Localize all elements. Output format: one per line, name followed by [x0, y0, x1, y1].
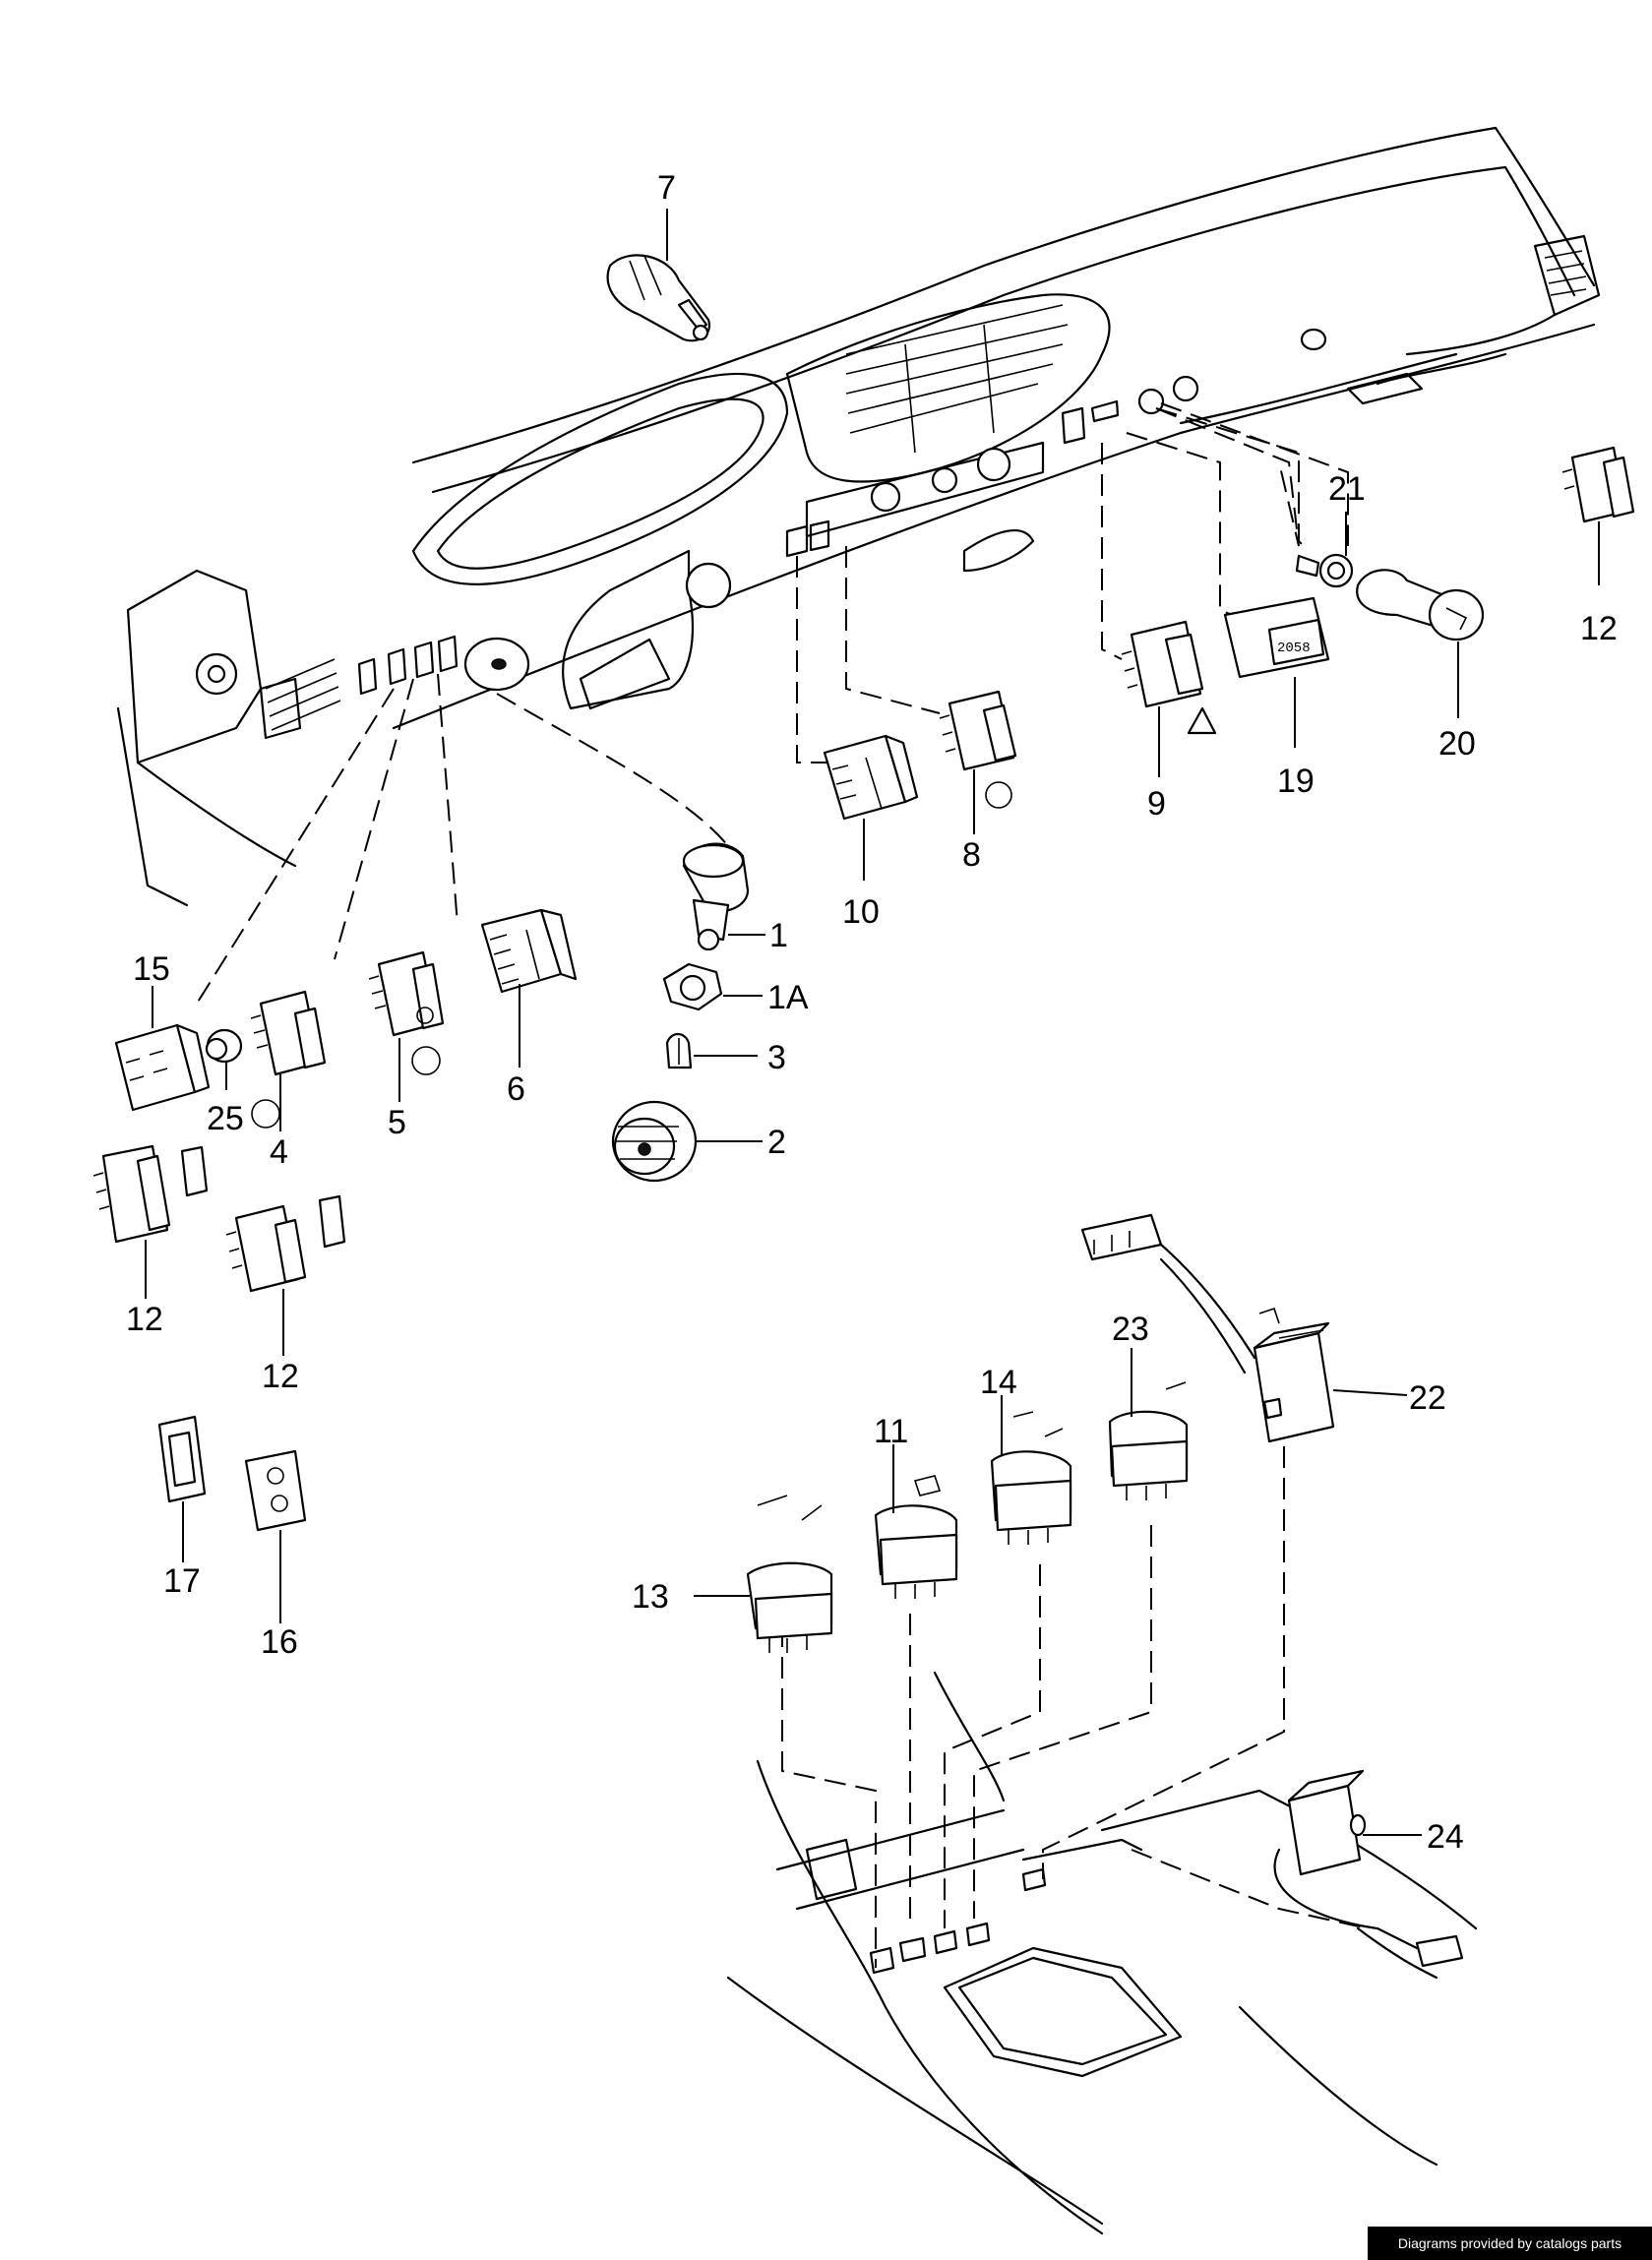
- part-25-knob: [205, 1028, 243, 1064]
- callout-15: 15: [133, 950, 170, 988]
- callout-21: 21: [1328, 470, 1366, 508]
- callout-leaders: [145, 209, 1600, 1836]
- clock-readout: 2058: [1277, 641, 1311, 656]
- part-2-knob: [611, 1100, 698, 1183]
- center-console-illustration: [726, 1671, 1478, 2235]
- part-12-window-switch-middle: [225, 1194, 346, 1293]
- callout-9: 9: [1147, 785, 1166, 823]
- callout-labels: 7 1 1A 3 2 6 5 4 25 15 12 12 17 16 10 8 …: [126, 169, 1618, 1856]
- part-12-window-switch-right: [1561, 446, 1635, 523]
- callout-12-left: 12: [126, 1301, 163, 1338]
- part-16-switch: [244, 1449, 307, 1532]
- part-4-switch: [250, 990, 327, 1129]
- callout-25: 25: [207, 1100, 244, 1137]
- callout-8: 8: [962, 836, 981, 874]
- part-3-bulb: [665, 1032, 693, 1069]
- callout-20: 20: [1438, 725, 1476, 763]
- part-15-dimmer: [114, 1023, 211, 1112]
- callout-7: 7: [657, 169, 676, 207]
- callout-24: 24: [1427, 1818, 1464, 1856]
- callout-12-right: 12: [1580, 610, 1618, 647]
- callout-5: 5: [388, 1104, 406, 1141]
- part-14-switch: [990, 1411, 1072, 1545]
- part-7-switch: [606, 254, 711, 342]
- callout-11: 11: [874, 1413, 908, 1450]
- callout-22: 22: [1409, 1379, 1446, 1417]
- part-21-bulb-holder: [1295, 553, 1354, 588]
- dashboard-illustration: [116, 126, 1601, 907]
- part-8-switch: [939, 690, 1017, 809]
- part-9-hazard-switch: [1121, 620, 1217, 735]
- callout-16: 16: [261, 1623, 298, 1661]
- part-13-switch: [746, 1495, 833, 1653]
- part-10-wiper-switch: [823, 734, 919, 821]
- callout-6: 6: [507, 1070, 525, 1108]
- part-19-clock: 2058: [1223, 596, 1330, 679]
- part-24-module: [1273, 1769, 1464, 1968]
- dashed-leaders: [196, 402, 1369, 1968]
- callout-19: 19: [1277, 763, 1315, 800]
- callout-13: 13: [632, 1578, 669, 1616]
- callout-1a: 1A: [767, 979, 809, 1016]
- part-23-switch: [1108, 1381, 1189, 1500]
- callout-14: 14: [980, 1364, 1017, 1401]
- part-6-light-switch: [480, 908, 578, 994]
- part-12-window-switch-left: [92, 1144, 209, 1244]
- part-5-switch: [368, 950, 445, 1075]
- part-22-seat-heater-switch: [1080, 1213, 1335, 1443]
- callout-23: 23: [1112, 1311, 1149, 1348]
- callout-10: 10: [842, 893, 880, 931]
- part-1a-nut: [662, 962, 723, 1011]
- part-20-lighter: [1356, 569, 1485, 641]
- part-1-lock-cylinder: [682, 842, 750, 951]
- part-17-bezel: [157, 1415, 207, 1503]
- callout-1: 1: [769, 917, 788, 954]
- callout-2: 2: [767, 1124, 786, 1161]
- callout-4: 4: [270, 1133, 288, 1171]
- credit-banner: Diagrams provided by catalogs parts: [1368, 2227, 1652, 2260]
- part-11-switch: [874, 1475, 958, 1599]
- callout-17: 17: [163, 1562, 201, 1600]
- callout-3: 3: [767, 1039, 786, 1076]
- callout-12-middle: 12: [262, 1358, 299, 1395]
